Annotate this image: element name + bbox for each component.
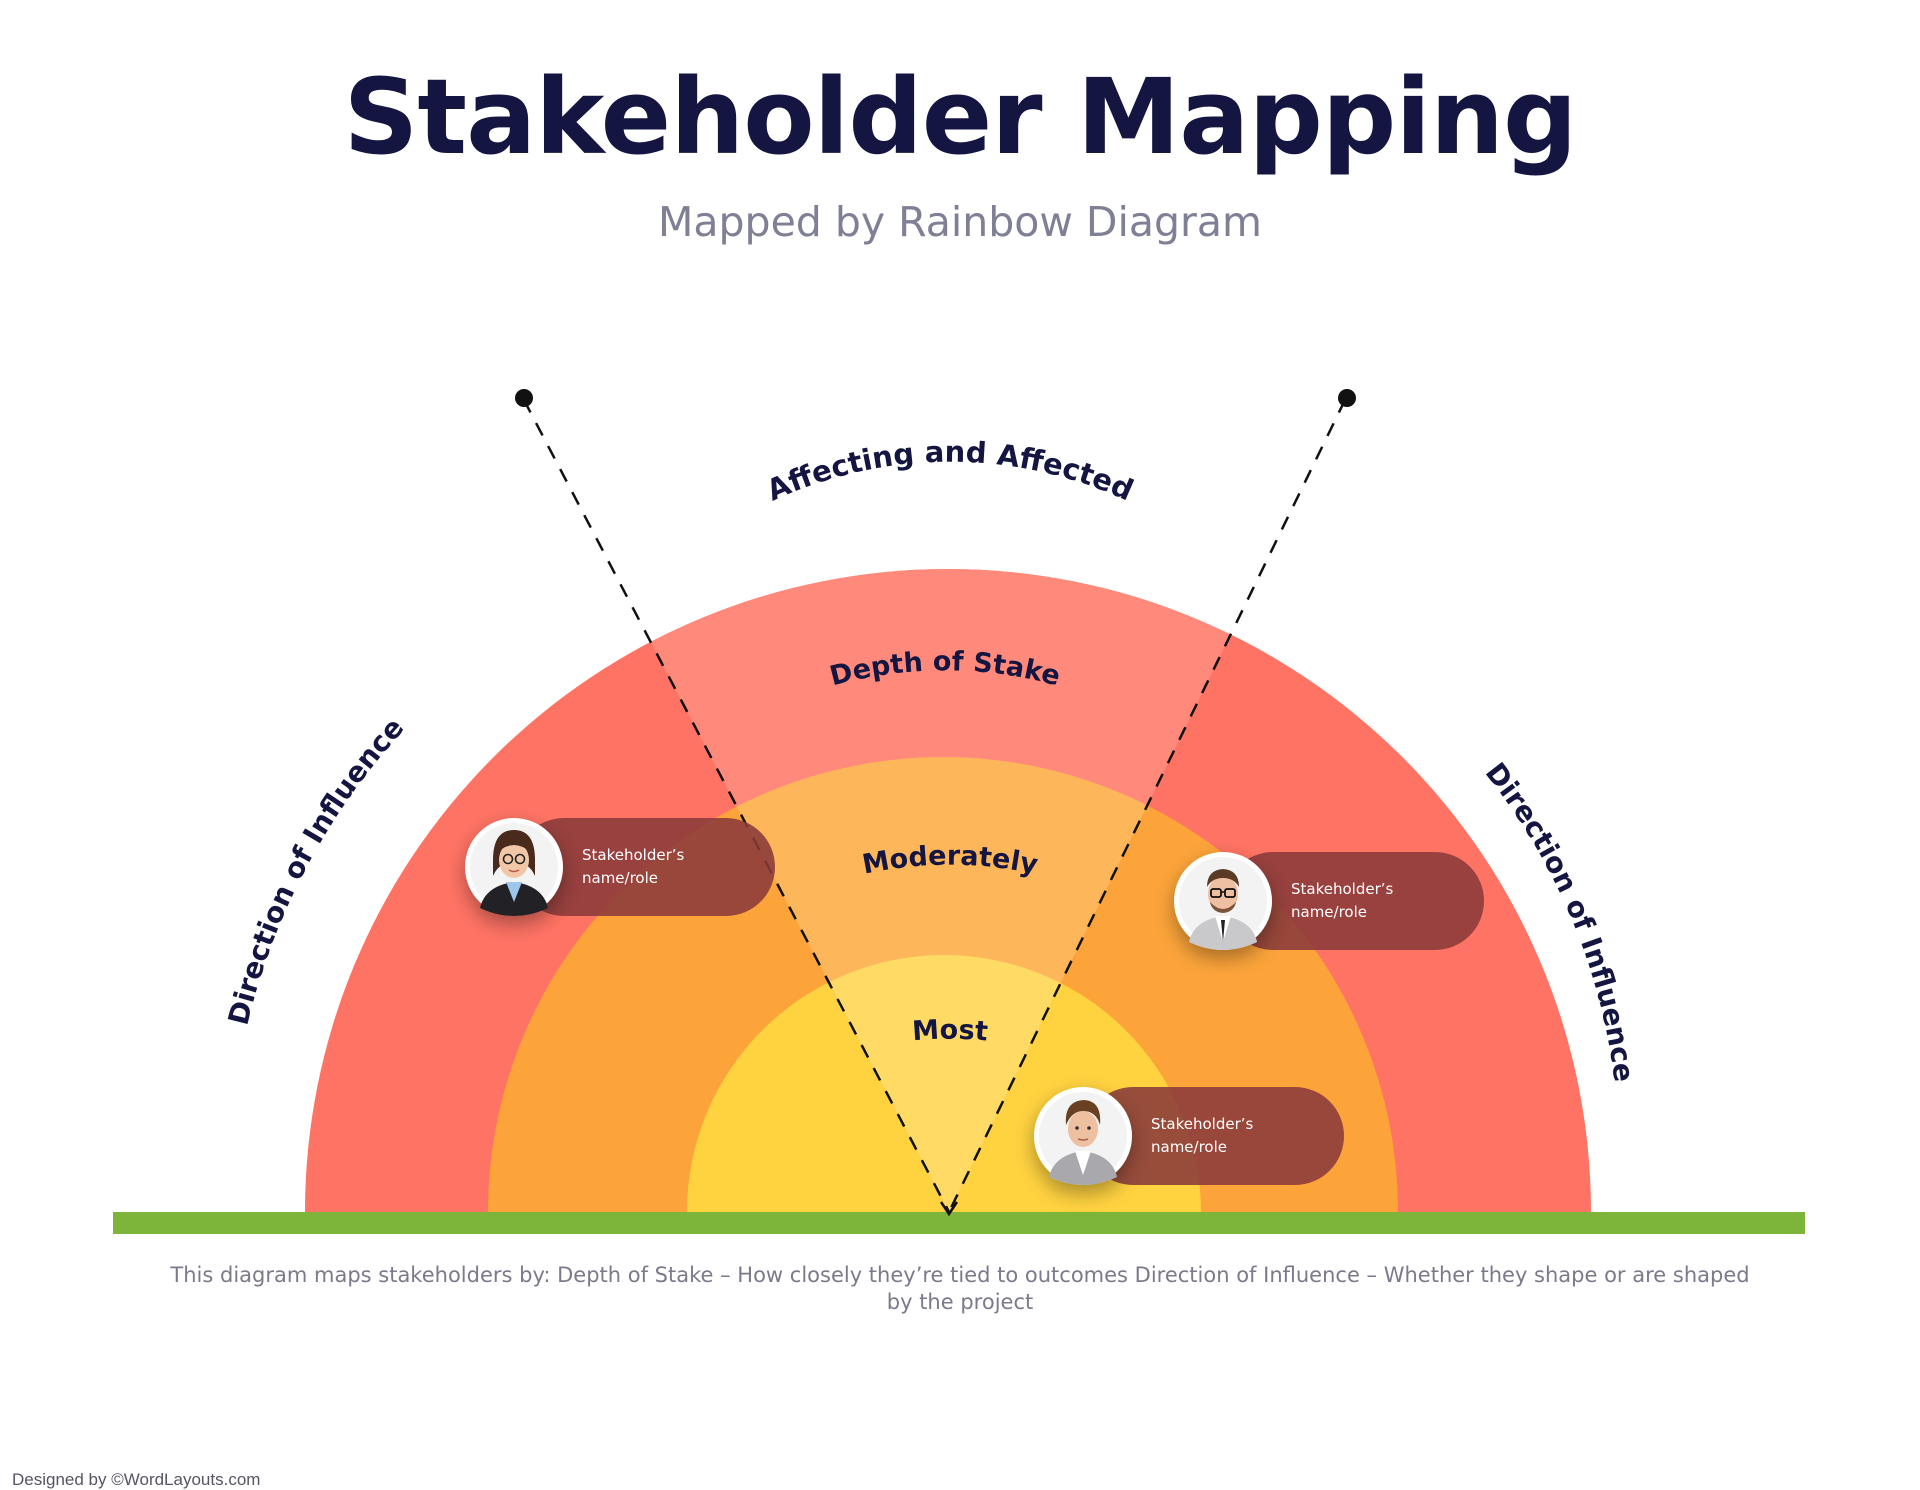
bottom-arrow-icon xyxy=(939,1201,959,1217)
credit-text: Designed by ©WordLayouts.com xyxy=(12,1470,261,1489)
card-label-line1: Stakeholder’s xyxy=(582,846,685,864)
stakeholder-card[interactable]: Stakeholder’s name/role xyxy=(1174,852,1484,950)
man-avatar-icon xyxy=(1034,1087,1132,1185)
diagram-description: This diagram maps stakeholders by: Depth… xyxy=(170,1263,1750,1314)
woman-avatar-icon xyxy=(465,818,563,916)
left-line-endpoint xyxy=(515,389,533,407)
right-line-endpoint xyxy=(1338,389,1356,407)
card-label-line2: name/role xyxy=(1291,903,1367,921)
card-label-line1: Stakeholder’s xyxy=(1291,880,1394,898)
inner-ring-label: Most xyxy=(911,1015,989,1048)
left-dashed-line xyxy=(522,399,951,1213)
man-glasses-avatar-icon xyxy=(1174,852,1272,950)
card-pill xyxy=(1084,1087,1344,1185)
card-label-line2: name/role xyxy=(1151,1138,1227,1156)
right-dashed-line xyxy=(947,399,1347,1213)
page-subtitle: Mapped by Rainbow Diagram xyxy=(658,198,1262,246)
top-label: Affecting and Affected xyxy=(762,435,1139,508)
stakeholder-card[interactable]: Stakeholder’s name/role xyxy=(465,818,775,916)
card-pill xyxy=(515,818,775,916)
card-label-line2: name/role xyxy=(582,869,658,887)
page-title: Stakeholder Mapping xyxy=(343,56,1577,178)
stakeholder-cards: Stakeholder’s name/role xyxy=(465,818,1484,1185)
ground-bar xyxy=(113,1212,1805,1234)
card-pill xyxy=(1224,852,1484,950)
stakeholder-card[interactable]: Stakeholder’s name/role xyxy=(1034,1087,1344,1185)
influence-lines xyxy=(515,389,1356,1217)
card-label-line1: Stakeholder’s xyxy=(1151,1115,1254,1133)
